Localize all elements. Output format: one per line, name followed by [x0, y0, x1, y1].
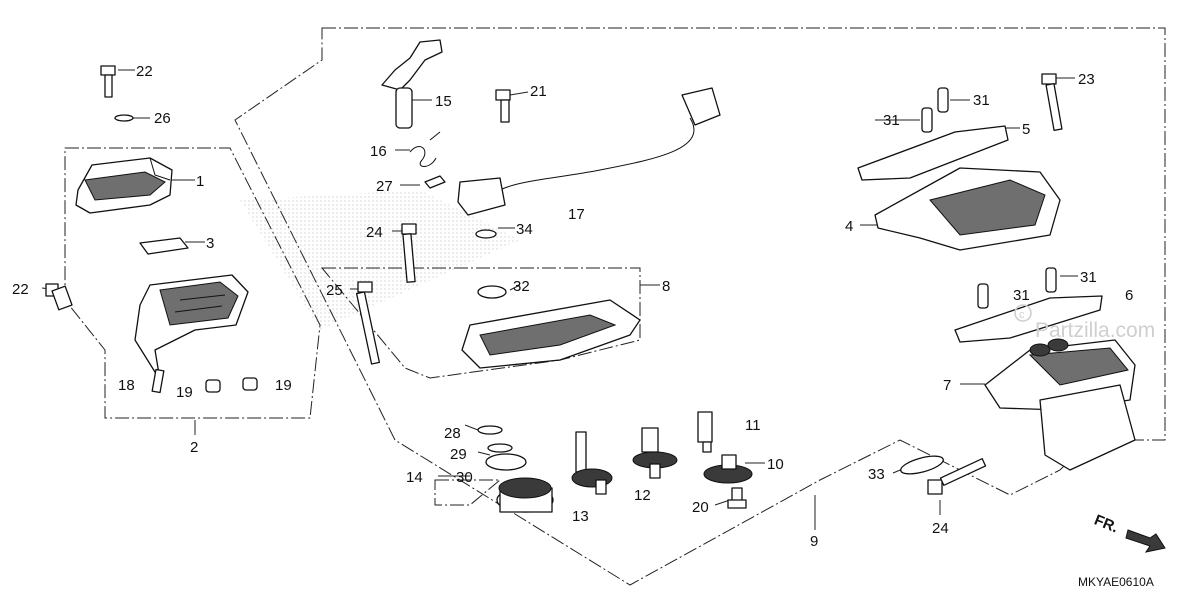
- callout-labels: 22 26 1 3 22 18 19 19 2 15 16 27 21 17 3…: [12, 63, 1133, 550]
- callout-4: 4: [845, 218, 853, 235]
- callout-9: 9: [810, 533, 818, 550]
- front-direction-marker: [1125, 529, 1166, 553]
- bolt-20: [727, 487, 747, 509]
- callout-22-top: 22: [136, 63, 153, 80]
- callout-14: 14: [406, 469, 423, 486]
- gear-10: [703, 454, 753, 484]
- parts: [45, 39, 1166, 553]
- pin-31b: [937, 87, 949, 113]
- dotted-shadow-area: [240, 190, 520, 330]
- callout-23: 23: [1078, 71, 1095, 88]
- callout-28: 28: [444, 425, 461, 442]
- callout-25: 25: [326, 282, 343, 299]
- bolt-21: [495, 89, 511, 123]
- callout-2: 2: [190, 439, 198, 456]
- bolt-24-mid: [401, 223, 417, 283]
- callout-8: 8: [662, 278, 670, 295]
- callout-17: 17: [568, 206, 585, 223]
- sensor-17: [457, 87, 721, 216]
- ring-28: [477, 425, 503, 435]
- callout-16: 16: [370, 143, 387, 160]
- pin-31c: [977, 283, 989, 309]
- cover-1: [75, 157, 173, 214]
- callout-6: 6: [1125, 287, 1133, 304]
- diagram-code: MKYAE0610A: [1078, 575, 1154, 589]
- bushing-32: [477, 285, 507, 299]
- frame-assembly-9: [234, 27, 1166, 586]
- gasket-5: [857, 125, 1009, 181]
- bolt-22-top: [100, 65, 116, 98]
- callout-31-a: 31: [883, 112, 900, 129]
- callout-19-a: 19: [176, 384, 193, 401]
- arrow-down-right-icon: [1125, 529, 1166, 553]
- callout-34: 34: [516, 221, 533, 238]
- frame-cover-2: [64, 147, 321, 419]
- gear-13: [571, 431, 613, 495]
- ring-30: [485, 453, 527, 471]
- callout-11: 11: [745, 417, 761, 434]
- bolt-22-left: [45, 283, 73, 311]
- callout-24-right: 24: [932, 520, 949, 537]
- svg-text:c: c: [1019, 309, 1025, 321]
- callout-32: 32: [513, 278, 530, 295]
- callout-27: 27: [376, 178, 393, 195]
- callout-20: 20: [692, 499, 709, 516]
- gear-12: [632, 427, 678, 479]
- copyright-icon: [1014, 304, 1032, 322]
- lever-15: [381, 39, 443, 129]
- callout-19-b: 19: [275, 377, 292, 394]
- callout-5: 5: [1022, 121, 1030, 138]
- pin-31a: [921, 107, 933, 133]
- callout-31-d: 31: [1013, 287, 1030, 304]
- pin-18: [151, 368, 165, 394]
- washer-26: [114, 114, 134, 122]
- housing-4: [874, 167, 1061, 251]
- front-label: FR.: [1092, 512, 1121, 537]
- callout-29: 29: [450, 446, 467, 463]
- spring-16: [409, 131, 441, 167]
- callout-18: 18: [118, 377, 135, 394]
- callout-30: 30: [456, 469, 473, 486]
- oring-33: [900, 455, 944, 475]
- watermark: c Partzilla.com: [1014, 304, 1155, 342]
- cover-body: [134, 274, 249, 381]
- callout-10: 10: [767, 456, 784, 473]
- callout-15: 15: [435, 93, 452, 110]
- plate-3: [139, 237, 189, 255]
- pinion-11: [697, 411, 713, 453]
- bolt-24-right: [927, 458, 987, 495]
- callout-3: 3: [206, 235, 214, 252]
- callout-21: 21: [530, 83, 547, 100]
- callout-26: 26: [154, 110, 171, 127]
- pin-31d: [1045, 267, 1057, 293]
- callout-24-mid: 24: [366, 224, 383, 241]
- bolt-23: [1041, 73, 1063, 131]
- callout-7: 7: [943, 377, 951, 394]
- grommet-19a: [205, 379, 221, 393]
- oring-34: [475, 229, 497, 239]
- callout-33: 33: [868, 466, 885, 483]
- base-plate-8: [461, 299, 641, 369]
- motor-7: [984, 338, 1136, 471]
- callout-22-left: 22: [12, 281, 29, 298]
- watermark-text: Partzilla.com: [1035, 319, 1155, 342]
- clip-27: [424, 175, 446, 189]
- callout-31-c: 31: [1080, 269, 1097, 286]
- callout-13: 13: [572, 508, 589, 525]
- callout-12: 12: [634, 487, 651, 504]
- gear-14: [496, 477, 554, 513]
- bolt-25: [355, 281, 381, 365]
- callout-1: 1: [196, 173, 204, 190]
- grommet-19b: [242, 377, 258, 391]
- ring-29: [487, 443, 513, 453]
- callout-31-b: 31: [973, 92, 990, 109]
